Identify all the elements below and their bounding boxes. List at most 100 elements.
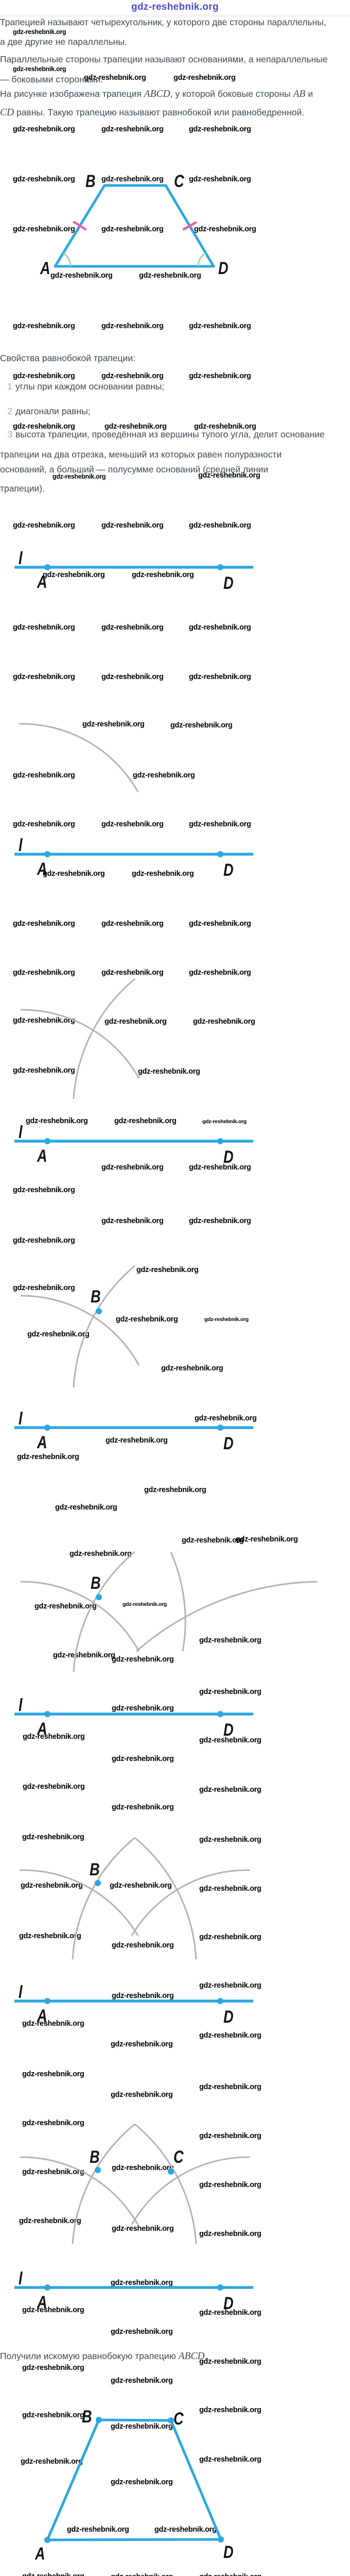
site-watermark-link[interactable]: gdz-reshebnik.org	[131, 2, 219, 12]
watermark: gdz-reshebnik.org	[114, 1117, 177, 1125]
watermark: gdz-reshebnik.org	[101, 623, 164, 632]
figure-step5-arcs-for-c: B l A D	[14, 1551, 318, 1740]
point-B	[96, 1594, 102, 1600]
watermark: gdz-reshebnik.org	[21, 2458, 83, 2466]
watermark: gdz-reshebnik.org	[23, 1783, 85, 1791]
point-D	[217, 1998, 223, 2004]
equal-tick-right-leg	[182, 221, 197, 231]
text-run: Параллельные стороны трапеции называют о…	[0, 54, 328, 64]
watermark: gdz-reshebnik.org	[189, 623, 251, 632]
watermark: gdz-reshebnik.org	[101, 920, 164, 928]
text-run: и	[305, 89, 313, 99]
watermark: gdz-reshebnik.org	[112, 1941, 174, 1950]
trapezoid-outline	[54, 184, 215, 268]
watermark: gdz-reshebnik.org	[23, 1733, 85, 1741]
watermark: gdz-reshebnik.org	[144, 1486, 206, 1494]
watermark: gdz-reshebnik.org	[13, 225, 75, 233]
watermark: gdz-reshebnik.org	[111, 2377, 173, 2385]
watermark: gdz-reshebnik.org	[101, 673, 164, 681]
watermark: gdz-reshebnik.org	[13, 920, 75, 928]
watermark: gdz-reshebnik.org	[34, 1602, 97, 1611]
watermark: gdz-reshebnik.org	[13, 521, 75, 530]
vertex-label-D: D	[223, 2007, 234, 2027]
vertex-label-D: D	[223, 573, 234, 593]
text-run: , у которой боковые стороны	[170, 89, 293, 99]
watermark: gdz-reshebnik.org	[173, 74, 236, 82]
watermark: gdz-reshebnik.org	[13, 820, 75, 828]
watermark: gdz-reshebnik.org	[52, 473, 106, 480]
watermark: gdz-reshebnik.org	[136, 1266, 199, 1274]
watermark: gdz-reshebnik.org	[22, 2020, 84, 2028]
watermark: gdz-reshebnik.org	[22, 2364, 84, 2372]
vertex-label-A: A	[37, 572, 47, 592]
watermark: gdz-reshebnik.org	[199, 1885, 261, 1893]
point-D	[217, 1425, 223, 1431]
vertex-label-B: B	[91, 1286, 101, 1307]
watermark: gdz-reshebnik.org	[19, 1932, 81, 1940]
watermark: gdz-reshebnik.org	[182, 1536, 244, 1545]
watermark: gdz-reshebnik.org	[236, 1535, 298, 1544]
compass-arc-from-A	[20, 1009, 140, 1079]
watermark: gdz-reshebnik.org	[110, 1882, 172, 1890]
text-line: трапеции).	[0, 483, 45, 494]
watermark: gdz-reshebnik.org	[22, 2411, 84, 2419]
compass-arc-from-D	[73, 1265, 135, 1388]
text-line: а две другие не параллельны.	[0, 37, 127, 47]
watermark: gdz-reshebnik.org	[199, 2083, 261, 2091]
text-run: — боковыми сторонами.	[0, 74, 103, 84]
figure-result-trapezoid: B C A D	[34, 2406, 234, 2564]
watermark: gdz-reshebnik.org	[138, 1067, 200, 1076]
watermark: gdz-reshebnik.org	[50, 272, 113, 280]
watermark: gdz-reshebnik.org	[22, 2572, 84, 2576]
watermark: gdz-reshebnik.org	[55, 1503, 117, 1512]
watermark: gdz-reshebnik.org	[189, 969, 251, 977]
watermark: gdz-reshebnik.org	[139, 272, 201, 280]
vertex-label-D: D	[223, 1720, 234, 1740]
watermark: gdz-reshebnik.org	[189, 521, 251, 530]
watermark: gdz-reshebnik.org	[199, 2358, 261, 2366]
watermark: gdz-reshebnik.org	[82, 720, 145, 728]
watermark: gdz-reshebnik.org	[189, 175, 251, 183]
vertex-label-A: A	[37, 1146, 47, 1166]
text-line: трапеции на два отрезка, меньший из кото…	[0, 449, 282, 460]
watermark: gdz-reshebnik.org	[13, 969, 75, 977]
watermark: gdz-reshebnik.org	[26, 1117, 88, 1125]
compass-arc-from-D	[72, 2123, 135, 2244]
watermark: gdz-reshebnik.org	[198, 471, 260, 480]
watermark: gdz-reshebnik.org	[13, 1186, 75, 1194]
point-D	[217, 1138, 223, 1144]
figure-step7-points-b-c: B C l A D	[14, 2123, 253, 2313]
vertex-label-D: D	[223, 1147, 234, 1167]
watermark: gdz-reshebnik.org	[17, 1453, 79, 1461]
point-D	[217, 1711, 223, 1717]
watermark: gdz-reshebnik.org	[199, 2132, 261, 2140]
compass-arc-from-A	[20, 1295, 140, 1366]
compass-arc-right-steep	[134, 1837, 197, 1960]
watermark: gdz-reshebnik.org	[13, 372, 75, 380]
watermark: gdz-reshebnik.org	[111, 2040, 173, 2048]
text-run: высота трапеции, проведённая из вершины …	[15, 429, 325, 439]
point-D	[217, 2284, 223, 2291]
watermark: gdz-reshebnik.org	[13, 65, 66, 73]
watermark: gdz-reshebnik.org	[111, 2422, 173, 2431]
watermark: gdz-reshebnik.org	[194, 422, 256, 431]
compass-arc-from-A	[19, 2156, 139, 2225]
watermark: gdz-reshebnik.org	[111, 2279, 173, 2287]
watermark: gdz-reshebnik.org	[189, 372, 251, 380]
watermark: gdz-reshebnik.org	[13, 1236, 75, 1245]
watermark: gdz-reshebnik.org	[106, 1436, 168, 1445]
angle-arc-D	[197, 252, 206, 267]
math-token: ABCD	[144, 89, 170, 99]
text-run: оснований, а больший — полусумме основан…	[0, 464, 269, 474]
point-D	[217, 851, 223, 857]
watermark: gdz-reshebnik.org	[122, 1601, 167, 1607]
text-run: диагонали равны;	[15, 406, 91, 416]
math-token: AB	[293, 89, 306, 99]
watermark: gdz-reshebnik.org	[189, 322, 251, 330]
compass-arc-from-D	[73, 1551, 135, 1672]
point-A	[44, 2284, 50, 2291]
vertex-label-A: A	[37, 2292, 47, 2312]
vertex-label-B: B	[90, 1859, 100, 1879]
